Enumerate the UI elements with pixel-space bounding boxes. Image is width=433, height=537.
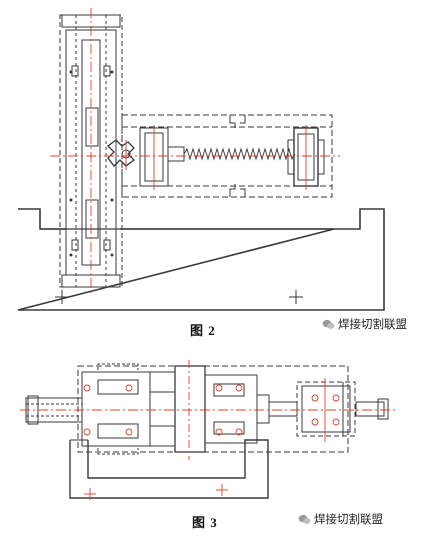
base-bolts [55, 290, 303, 304]
figure-3-drawing [20, 360, 395, 500]
figure-2-drawing [17, 8, 385, 311]
central-plate [174, 365, 206, 453]
watermark: 焊接切割联盟 [322, 316, 407, 332]
watermark-text: 焊接切割联盟 [338, 317, 407, 331]
watermark: 焊接切割联盟 [298, 511, 383, 527]
base-frame [69, 439, 269, 499]
right-shaft [268, 401, 298, 417]
spring [183, 147, 296, 161]
wechat-icon [298, 514, 311, 524]
base-frame [17, 208, 385, 311]
bolt-markers [83, 384, 340, 500]
main-housing [77, 365, 349, 453]
star-knob [107, 139, 135, 167]
figure-3-caption: 图 3 [192, 515, 218, 530]
wechat-icon [322, 319, 335, 329]
end-clamp [296, 381, 356, 437]
figure-2-caption: 图 2 [190, 323, 216, 338]
watermark-text: 焊接切割联盟 [314, 512, 383, 526]
